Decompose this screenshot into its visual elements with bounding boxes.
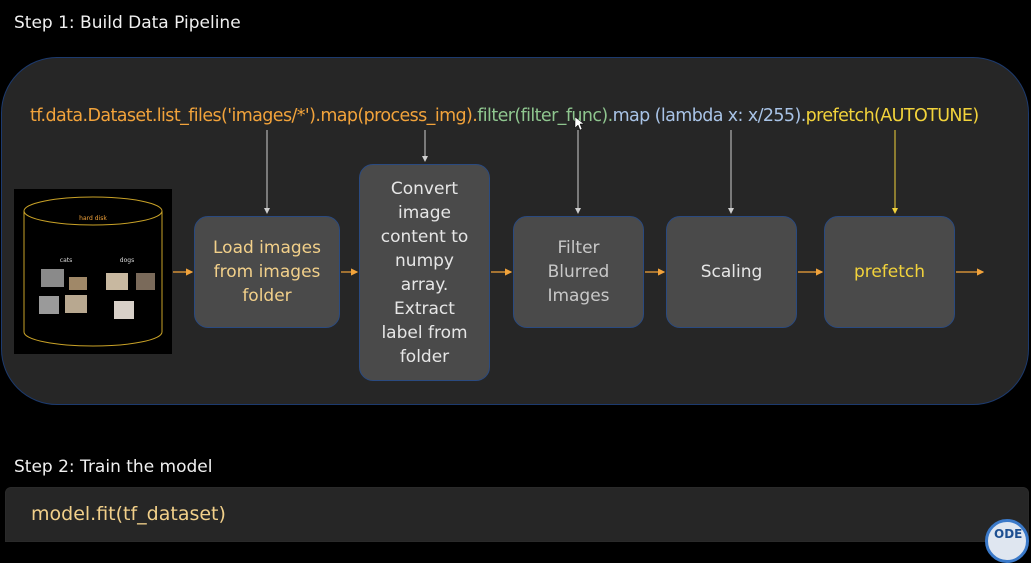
cat-thumbnail [39,296,59,314]
pipeline-code: tf.data.Dataset.list_files('images/*').m… [30,106,979,126]
load-images-label: Load images from images folder [213,238,321,306]
mouse-cursor-icon [574,116,585,131]
channel-logo-text: ODE [994,527,1023,541]
hard-disk-label: hard disk [79,215,107,222]
train-code-bar [5,487,1029,542]
code-list-files-map: tf.data.Dataset.list_files('images/*').m… [30,106,478,126]
hard-disk-icon: hard disk cats dogs [23,196,163,347]
scaling-label: Scaling [700,262,763,282]
convert-image-box: Convert image content to numpy array. Ex… [359,164,490,381]
dog-thumbnail [106,273,128,290]
scaling-box: Scaling [666,216,797,328]
step1-title: Step 1: Build Data Pipeline [14,13,241,33]
dog-thumbnail [136,273,155,290]
convert-image-label: Convert image content to numpy array. Ex… [380,178,469,367]
load-images-box: Load images from images folder [194,216,340,328]
cat-thumbnail [69,277,87,290]
filter-blurred-box: Filter Blurred Images [513,216,644,328]
cat-thumbnail [65,295,87,313]
hard-disk-illustration: hard disk cats dogs [14,189,172,354]
step2-title: Step 2: Train the model [14,457,213,477]
code-map-lambda: map (lambda x: x/255). [612,106,807,126]
filter-blurred-label: Filter Blurred Images [547,238,610,306]
channel-logo-icon: ODE [985,519,1029,563]
cats-label: cats [60,257,72,264]
code-prefetch: prefetch(AUTOTUNE) [805,106,980,126]
cat-thumbnail [41,269,64,287]
connector-arrows [173,116,985,276]
dog-thumbnail [114,301,134,319]
dogs-label: dogs [120,257,134,264]
prefetch-box: prefetch [824,216,955,328]
train-code: model.fit(tf_dataset) [31,503,226,525]
prefetch-label: prefetch [853,262,926,282]
